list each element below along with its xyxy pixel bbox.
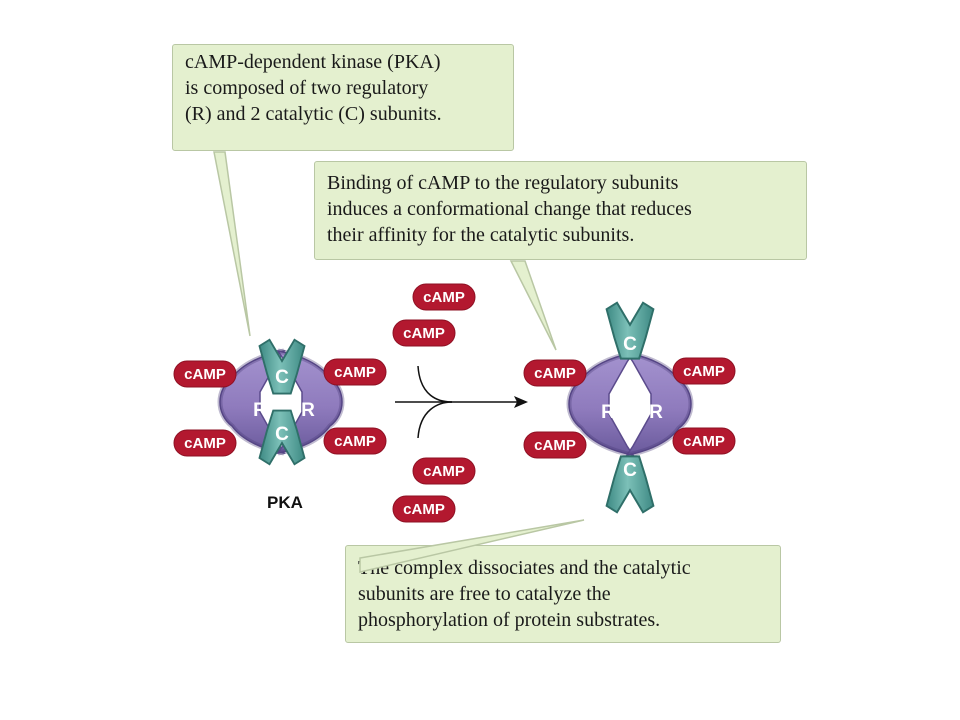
catalytic-label: C bbox=[623, 460, 637, 481]
callout-line: The complex dissociates and the catalyti… bbox=[358, 557, 691, 579]
camp-label: cAMP bbox=[184, 435, 226, 452]
callout-dissociation: The complex dissociates and the catalyti… bbox=[345, 545, 781, 643]
camp-label: cAMP bbox=[403, 325, 445, 342]
camp-label: cAMP bbox=[334, 364, 376, 381]
camp-label: cAMP bbox=[534, 365, 576, 382]
regulatory-label: R bbox=[601, 402, 615, 423]
pointer-pka bbox=[213, 151, 251, 337]
callout-camp-binding: Binding of cAMP to the regulatory subuni… bbox=[314, 161, 807, 260]
camp-label: cAMP bbox=[423, 289, 465, 306]
regulatory-label: R bbox=[301, 400, 315, 421]
callout-line: their affinity for the catalytic subunit… bbox=[327, 224, 635, 246]
arrowhead-icon bbox=[514, 396, 528, 408]
callout-line: induces a conformational change that red… bbox=[327, 198, 692, 220]
callout-pointers bbox=[213, 151, 585, 573]
callout-line: cAMP-dependent kinase (PKA) bbox=[185, 51, 441, 73]
callout-line: subunits are free to catalyze the bbox=[358, 583, 611, 605]
regulatory-label: R bbox=[253, 400, 267, 421]
callout-line: phosphorylation of protein substrates. bbox=[358, 609, 661, 631]
pka-label: PKA bbox=[267, 493, 303, 512]
catalytic-label: C bbox=[275, 367, 289, 388]
arrow-in-curve bbox=[417, 365, 453, 403]
free-camp: cAMP cAMP cAMP cAMP bbox=[392, 283, 476, 523]
pointer-dissociation bbox=[359, 519, 585, 573]
camp-label: cAMP bbox=[683, 363, 725, 380]
camp-label: cAMP bbox=[334, 433, 376, 450]
camp-label: cAMP bbox=[403, 501, 445, 518]
dissociated-complex: R R C C cAMP cAMP cAMP cAMP bbox=[523, 301, 736, 514]
callout-line: is composed of two regulatory bbox=[185, 77, 429, 99]
camp-label: cAMP bbox=[683, 433, 725, 450]
callout-line: Binding of cAMP to the regulatory subuni… bbox=[327, 172, 679, 194]
camp-label: cAMP bbox=[534, 437, 576, 454]
pointer-binding bbox=[509, 260, 557, 351]
callout-pka-composition: cAMP-dependent kinase (PKA) is composed … bbox=[172, 44, 514, 151]
pka-holoenzyme: C C R R cAMP cAMP cAMP cAMP PKA bbox=[173, 338, 387, 512]
reaction-arrow bbox=[395, 365, 528, 439]
arrow-out-curve bbox=[417, 401, 453, 439]
catalytic-label: C bbox=[275, 424, 289, 445]
camp-label: cAMP bbox=[423, 463, 465, 480]
camp-label: cAMP bbox=[184, 366, 226, 383]
catalytic-label: C bbox=[623, 334, 637, 355]
callout-line: (R) and 2 catalytic (C) subunits. bbox=[185, 103, 442, 125]
regulatory-label: R bbox=[649, 402, 663, 423]
